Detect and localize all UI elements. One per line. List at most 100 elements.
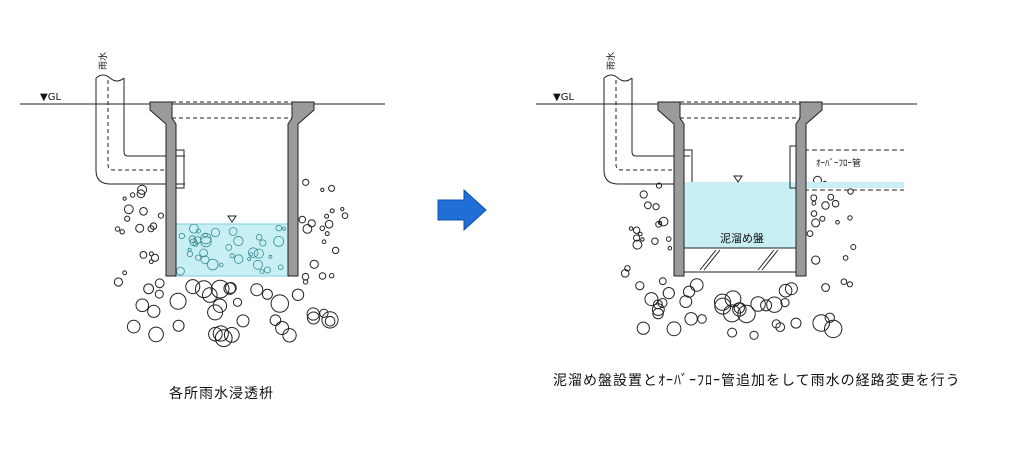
gravel-stone bbox=[847, 188, 854, 195]
gravel-stone bbox=[148, 259, 154, 265]
water-bubble bbox=[200, 255, 210, 265]
water-bubble bbox=[210, 228, 220, 238]
gravel-stone bbox=[223, 327, 240, 343]
left-gl-label: ▼GL bbox=[40, 92, 61, 103]
gravel-stone bbox=[324, 315, 336, 327]
gravel-stone bbox=[139, 207, 148, 216]
water-bubble bbox=[199, 248, 208, 258]
gravel-stone bbox=[341, 212, 349, 219]
gravel-stone bbox=[136, 189, 146, 199]
water-bubble bbox=[225, 243, 233, 251]
mud-basin-hatch bbox=[699, 249, 779, 271]
gravel-stone bbox=[236, 314, 250, 328]
left-water-level-icon bbox=[227, 215, 237, 223]
water-bubble bbox=[233, 254, 244, 264]
gravel-stone bbox=[639, 190, 648, 199]
water-bubble bbox=[195, 228, 201, 234]
water-bubble bbox=[188, 223, 199, 234]
gravel-stone bbox=[150, 253, 160, 262]
left-diagram: ▼GL 雨水 bbox=[20, 52, 385, 348]
gravel-stone bbox=[667, 245, 673, 251]
overflow-pipe-label: ｵｰﾊﾞｰﾌﾛｰ管 bbox=[816, 157, 861, 169]
gravel-stone bbox=[655, 220, 663, 228]
water-bubble bbox=[229, 253, 235, 259]
gravel-stone bbox=[819, 215, 826, 222]
gravel-stone bbox=[666, 321, 682, 337]
gravel-stone bbox=[665, 236, 672, 242]
gravel-stone bbox=[824, 319, 843, 339]
gravel-stone bbox=[139, 251, 148, 259]
gravel-stone bbox=[123, 204, 134, 215]
mud-basin-plate bbox=[681, 247, 799, 273]
gravel-stone bbox=[847, 215, 853, 221]
water-bubble bbox=[253, 259, 263, 270]
gravel-stone bbox=[810, 194, 818, 202]
gravel-stone bbox=[124, 215, 131, 222]
gravel-stone bbox=[784, 282, 798, 296]
water-bubble bbox=[247, 247, 259, 258]
gravel-stone bbox=[662, 287, 675, 300]
left-gravel bbox=[113, 178, 349, 348]
gravel-stone bbox=[635, 281, 645, 291]
gravel-stone bbox=[812, 314, 831, 332]
gravel-stone bbox=[202, 287, 218, 303]
gravel-stone bbox=[760, 299, 773, 312]
gravel-stone bbox=[632, 239, 643, 250]
gravel-stone bbox=[652, 307, 664, 320]
gravel-stone bbox=[658, 277, 667, 286]
gravel-stone bbox=[690, 278, 704, 292]
right-water-surface bbox=[682, 182, 904, 188]
gravel-stone bbox=[261, 288, 273, 300]
gravel-stone bbox=[223, 282, 236, 295]
gravel-stone bbox=[655, 182, 663, 189]
gravel-stone bbox=[154, 289, 164, 299]
gravel-stone bbox=[185, 279, 201, 295]
gravel-stone bbox=[309, 259, 319, 269]
gravel-stone bbox=[157, 212, 164, 219]
gravel-stone bbox=[232, 297, 243, 307]
gravel-stone bbox=[340, 207, 345, 212]
water-bubble bbox=[249, 252, 254, 257]
gravel-stone bbox=[291, 288, 305, 301]
gravel-stone bbox=[129, 192, 136, 198]
gravel-stone bbox=[269, 314, 282, 327]
gravel-stone bbox=[301, 272, 310, 281]
gravel-stone bbox=[275, 321, 290, 335]
right-basin-walls bbox=[657, 101, 823, 277]
gravel-stone bbox=[212, 325, 229, 342]
water-bubble bbox=[263, 266, 271, 274]
gravel-stone bbox=[270, 294, 289, 313]
gravel-stone bbox=[850, 244, 857, 250]
water-bubble bbox=[195, 254, 202, 261]
gravel-stone bbox=[147, 304, 161, 318]
water-bubble bbox=[228, 227, 238, 236]
left-water-bubbles bbox=[175, 223, 286, 276]
water-bubble bbox=[178, 232, 185, 240]
gravel-stone bbox=[811, 200, 817, 206]
water-bubble bbox=[273, 235, 285, 247]
gravel-stone bbox=[149, 222, 158, 230]
gravel-stone bbox=[329, 273, 335, 279]
gravel-stone bbox=[324, 213, 330, 219]
gravel-stone bbox=[207, 304, 224, 321]
gravel-stone bbox=[282, 328, 297, 343]
gravel-stone bbox=[302, 279, 309, 285]
gravel-stone bbox=[811, 255, 821, 265]
water-bubble bbox=[275, 224, 282, 232]
water-bubble bbox=[281, 226, 286, 231]
gravel-stone bbox=[684, 312, 698, 326]
gravel-stone bbox=[126, 319, 141, 334]
gravel-stone bbox=[214, 329, 233, 348]
gravel-stone bbox=[307, 219, 316, 228]
mud-basin-label: 泥溜め盤 bbox=[720, 231, 764, 245]
gravel-stone bbox=[324, 231, 330, 237]
gravel-stone bbox=[628, 226, 634, 231]
gravel-stone bbox=[846, 281, 854, 288]
gravel-stone bbox=[658, 216, 669, 227]
transition-arrow-icon bbox=[437, 188, 487, 232]
gravel-stone bbox=[638, 231, 643, 237]
gravel-stone bbox=[651, 237, 659, 245]
water-bubble bbox=[253, 248, 264, 259]
gravel-stone bbox=[652, 203, 660, 211]
water-bubble bbox=[259, 239, 267, 247]
